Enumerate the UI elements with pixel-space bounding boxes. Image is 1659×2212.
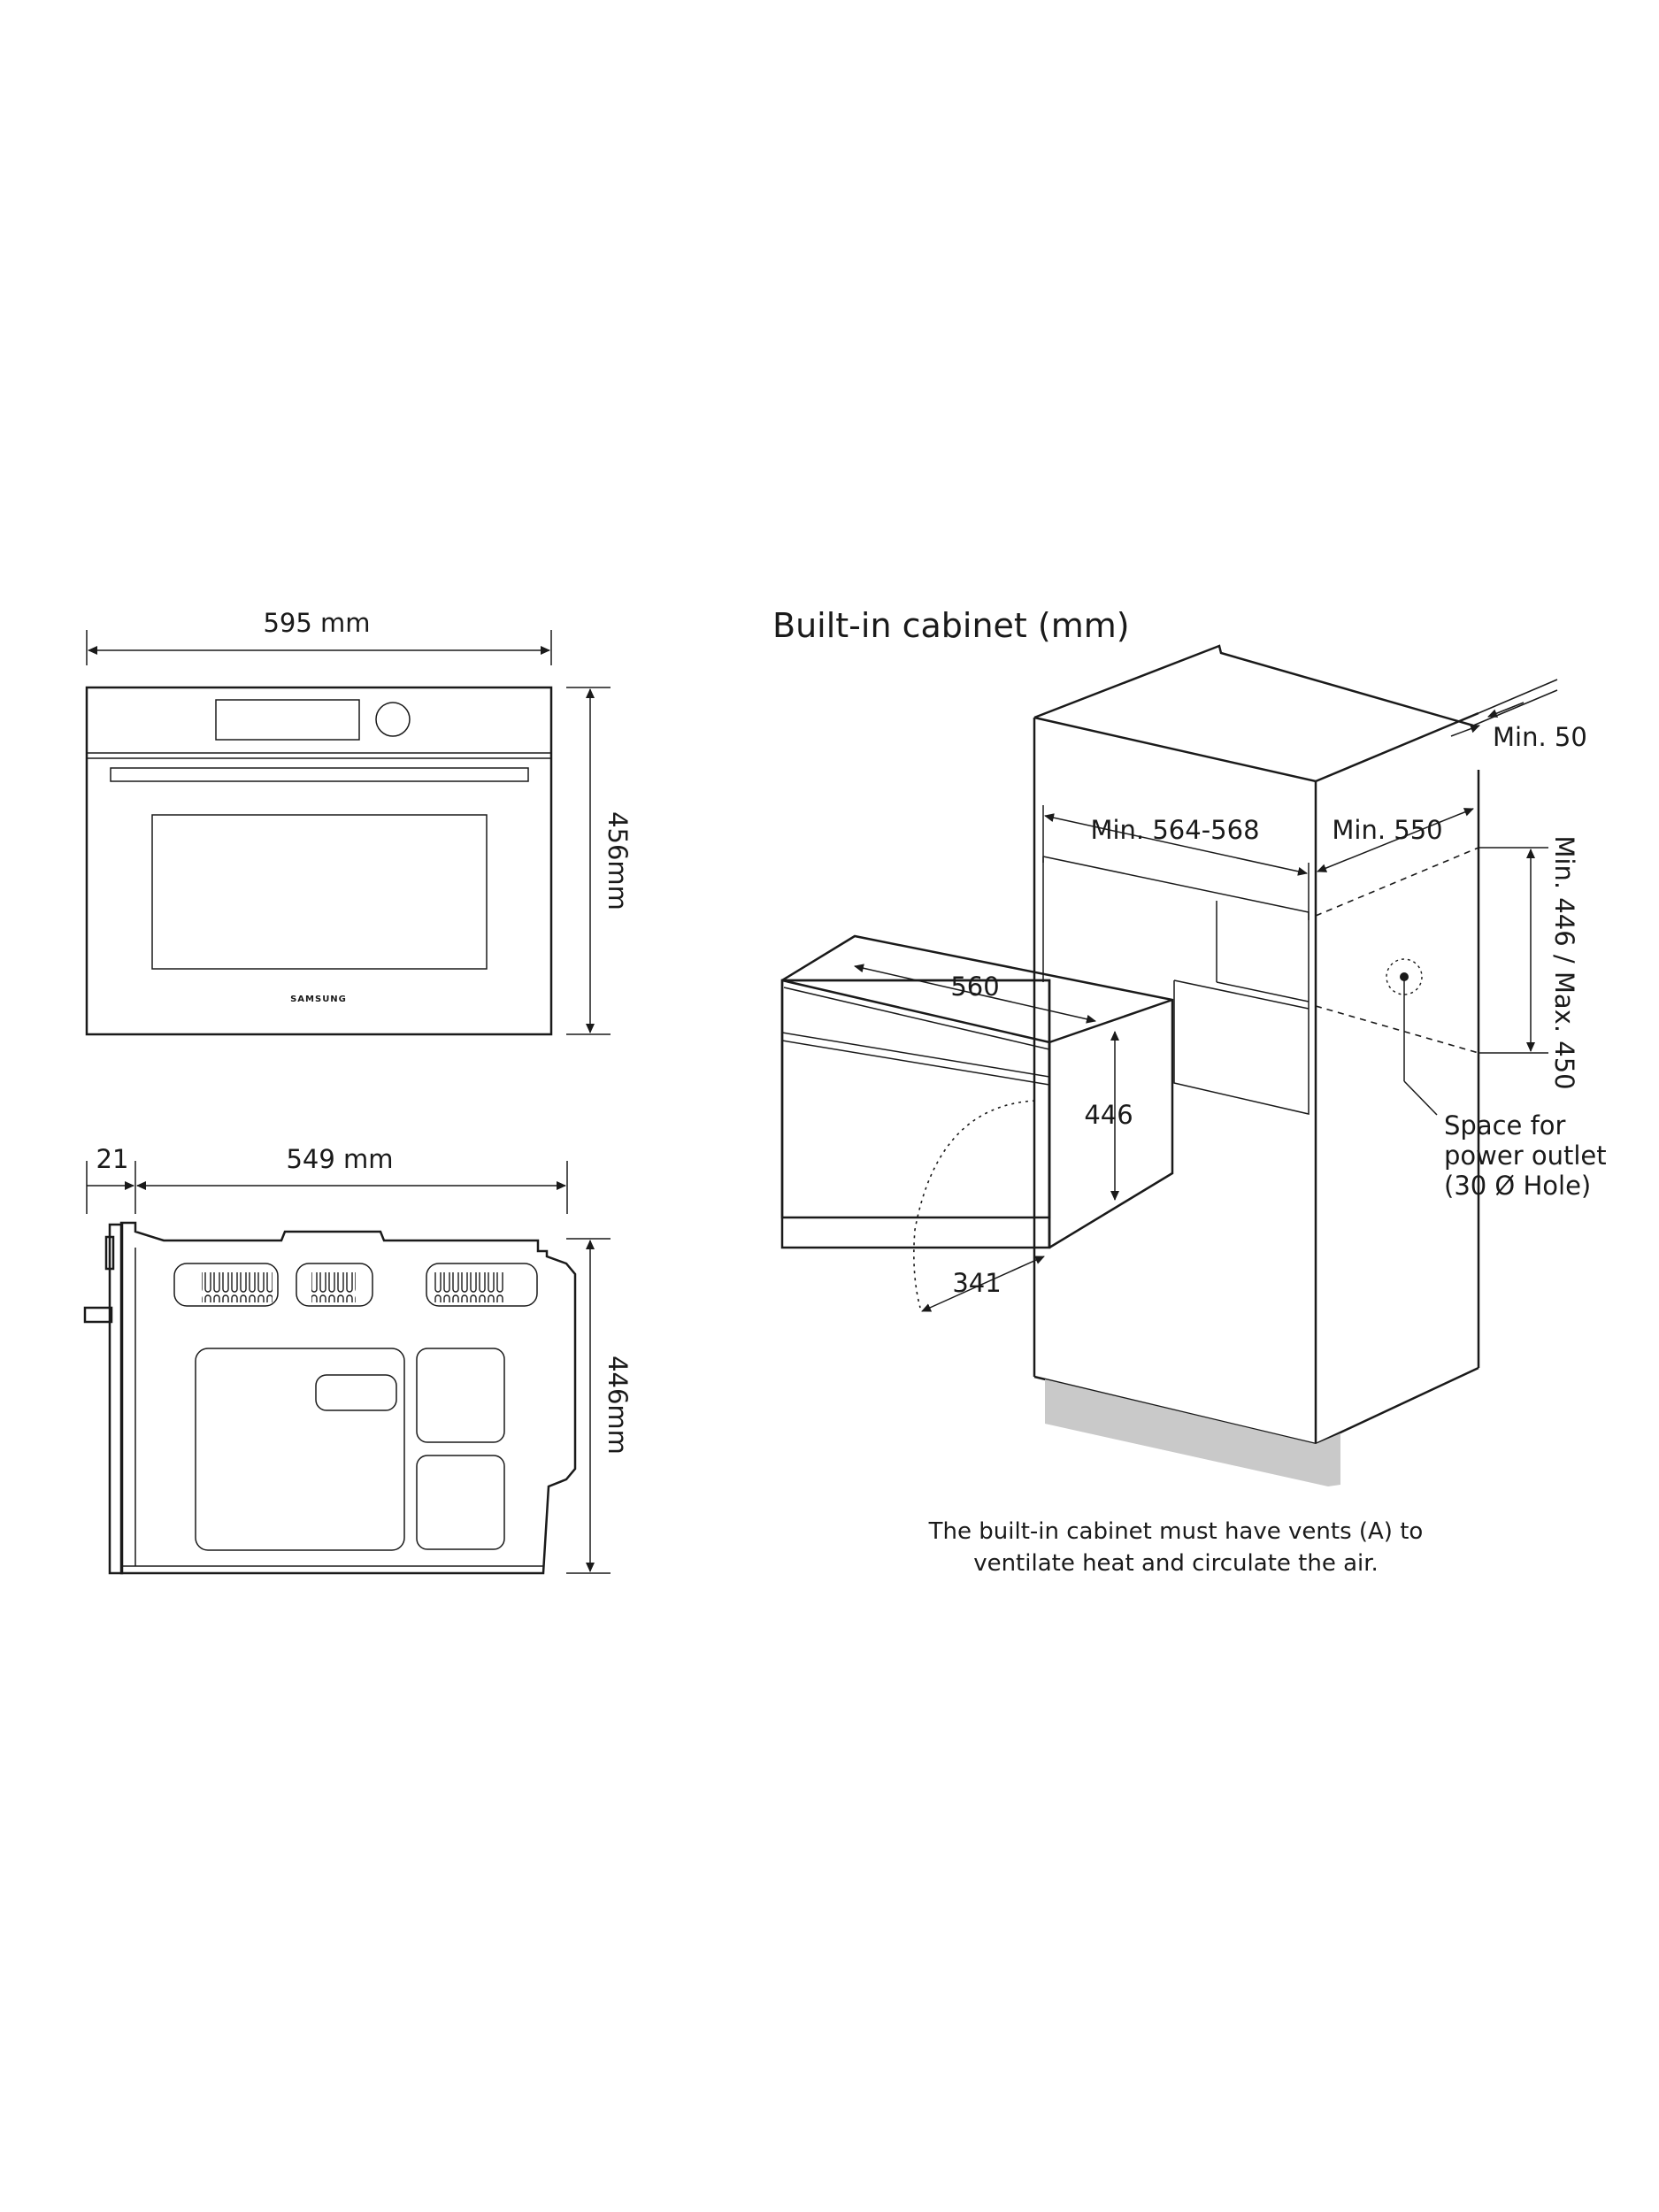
cabinet-top-back [1033, 644, 1474, 727]
outlet-leader-tail [1403, 1080, 1438, 1116]
width-dimension-line [1044, 813, 1308, 876]
side-door-front [108, 1223, 124, 1575]
outlet-label-line-1: Space for [1444, 1110, 1566, 1141]
front-door-window [151, 814, 488, 970]
front-control-knob [375, 702, 411, 737]
niche-floor-back [1216, 981, 1310, 1002]
cabinet-height-label: Min. 446 / Max. 450 [1549, 835, 1579, 1089]
niche-front [1042, 856, 1310, 1115]
niche-floor [1173, 979, 1310, 1010]
front-oven-body [85, 686, 553, 1036]
vent-note-line-1: The built-in cabinet must have vents (A)… [928, 1518, 1424, 1545]
cabinet-width-label: Min. 564-568 [1090, 815, 1259, 845]
door-swing-arc [913, 1100, 1036, 1309]
side-vent-slots-2 [311, 1272, 356, 1302]
side-hinge [83, 1306, 113, 1324]
door-depth-label: 21 [96, 1144, 129, 1174]
niche-top-hidden [1315, 847, 1479, 917]
front-door-handle [110, 767, 529, 782]
cabinet-view: Built-in cabinet (mm) Min. 50 Min. 564-5… [772, 606, 1607, 1577]
brand-logo: SAMSUNG [290, 995, 347, 1004]
gap-arrow-1 [1450, 724, 1480, 737]
outlet-label-line-3: (30 Ø Hole) [1444, 1171, 1591, 1201]
side-depth-label: 549 mm [286, 1144, 393, 1174]
appliance-depth-dimension-line [854, 964, 1096, 1024]
appliance-front-line-1 [781, 1032, 1050, 1078]
gap-arrow-2 [1487, 702, 1525, 718]
side-vent-slots-3 [434, 1272, 504, 1302]
appliance-front [780, 979, 1051, 1219]
vent-note-line-2: ventilate heat and circulate the air. [973, 1550, 1379, 1577]
side-panel-slot [315, 1374, 397, 1411]
side-panel-lower-right [416, 1455, 505, 1550]
side-height-label: 446mm [603, 1356, 633, 1455]
depth-dimension-line [1317, 808, 1474, 872]
front-display [215, 699, 360, 741]
appliance-front-line-2 [781, 1040, 1050, 1086]
side-handle [104, 1235, 115, 1271]
side-view: 21 549 mm 446mm [83, 1144, 633, 1575]
appliance-height-label: 446 [1084, 1100, 1133, 1130]
outlet-label-line-2: power outlet [1444, 1141, 1607, 1171]
front-height-label: 456mm [603, 811, 633, 910]
side-vent-panel-1 [173, 1263, 279, 1307]
side-panel-main [195, 1348, 405, 1551]
appliance-door-top [781, 979, 1050, 1043]
door-swing-dimension-line [921, 1256, 1045, 1312]
cabinet-depth-label: Min. 550 [1332, 815, 1442, 845]
gap-line-2 [1478, 679, 1558, 714]
niche-bottom-hidden [1315, 1005, 1479, 1054]
front-width-label: 595 mm [263, 608, 370, 638]
min-gap-label: Min. 50 [1493, 722, 1587, 752]
front-view: 595 mm SAMSUNG 456mm [85, 608, 633, 1036]
side-vent-panel-3 [426, 1263, 538, 1307]
appliance-door [780, 979, 1051, 1249]
appliance-depth-label: 560 [950, 972, 999, 1002]
cabinet-top-front [1033, 711, 1479, 783]
outlet-hole [1386, 958, 1423, 995]
side-oven-body [119, 1221, 577, 1575]
gap-line-1 [1472, 689, 1558, 726]
cabinet-title: Built-in cabinet (mm) [772, 606, 1130, 645]
door-swing-label: 341 [952, 1268, 1001, 1298]
side-vent-slots-1 [202, 1272, 273, 1302]
side-panel-upper-right [416, 1348, 505, 1443]
side-vent-panel-2 [296, 1263, 373, 1307]
cabinet-plinth [1045, 1379, 1340, 1486]
